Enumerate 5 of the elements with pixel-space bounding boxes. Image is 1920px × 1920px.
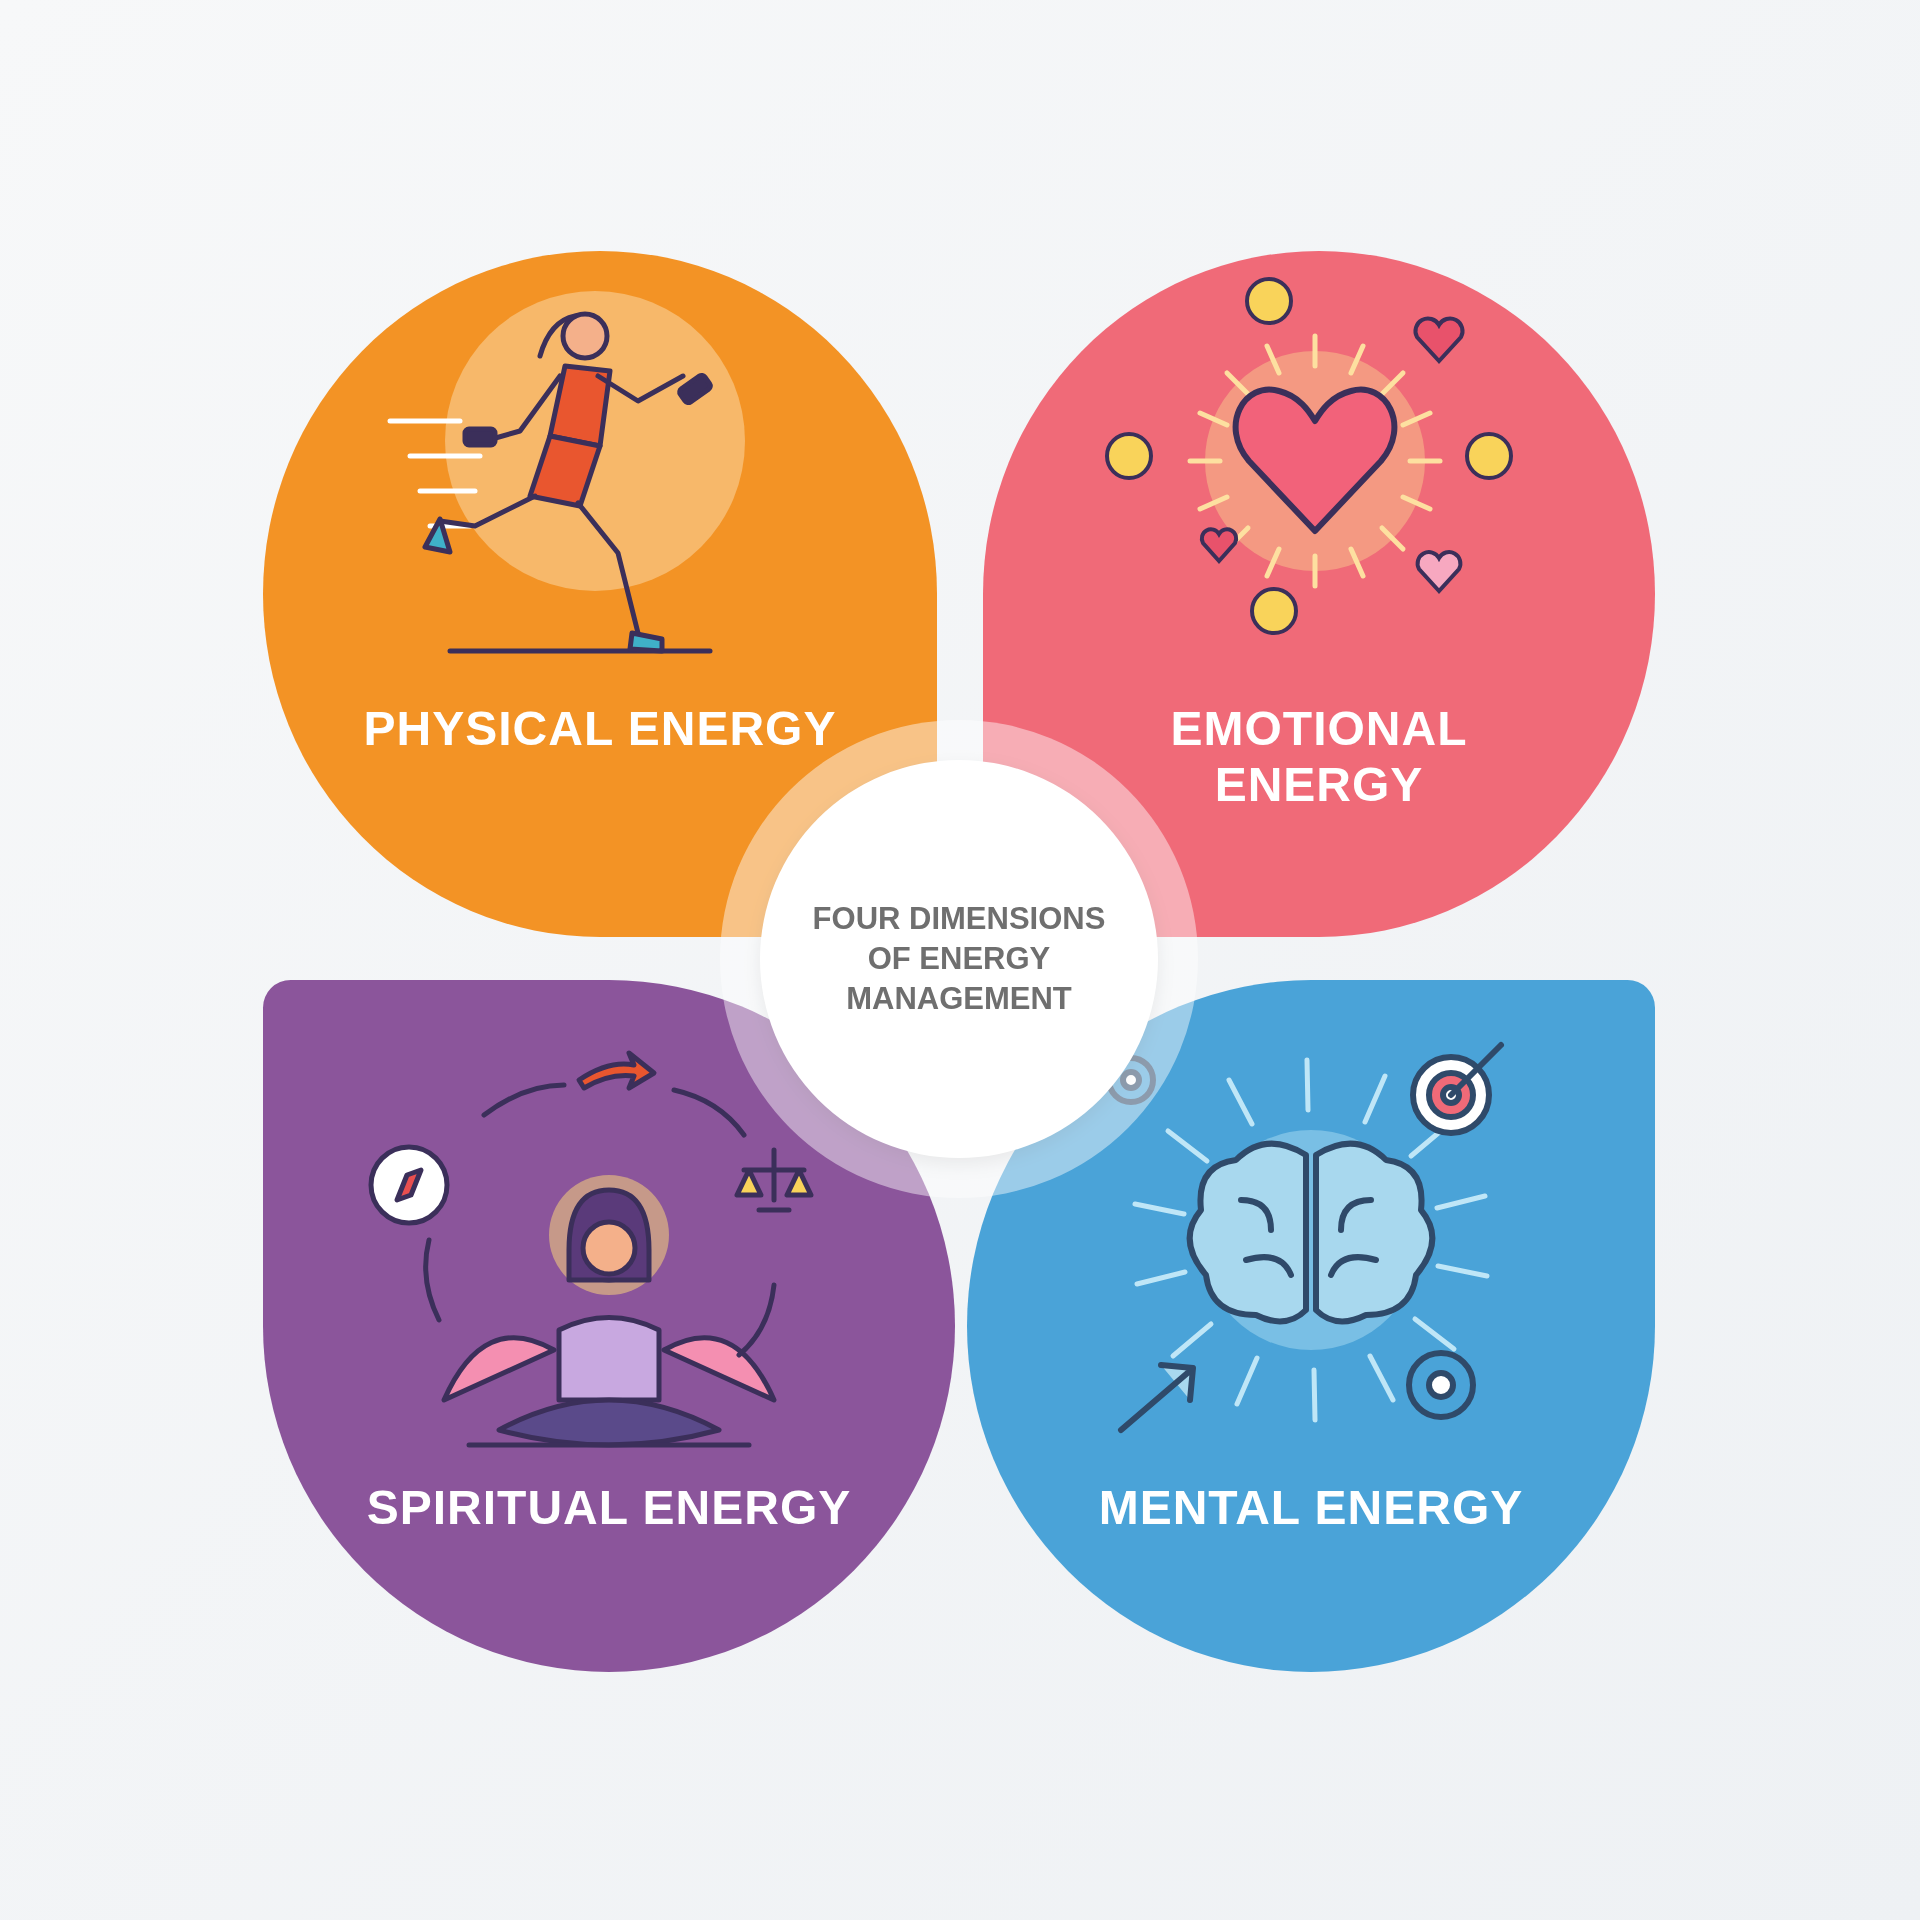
petal-label: EMOTIONAL ENERGY	[1169, 701, 1469, 813]
petal-label: PHYSICAL ENERGY	[362, 701, 838, 757]
petal-label: SPIRITUAL ENERGY	[365, 1480, 853, 1536]
center-title: FOUR DIMENSIONS OF ENERGY MANAGEMENT	[811, 900, 1107, 1018]
petal-label: MENTAL ENERGY	[1097, 1480, 1525, 1536]
